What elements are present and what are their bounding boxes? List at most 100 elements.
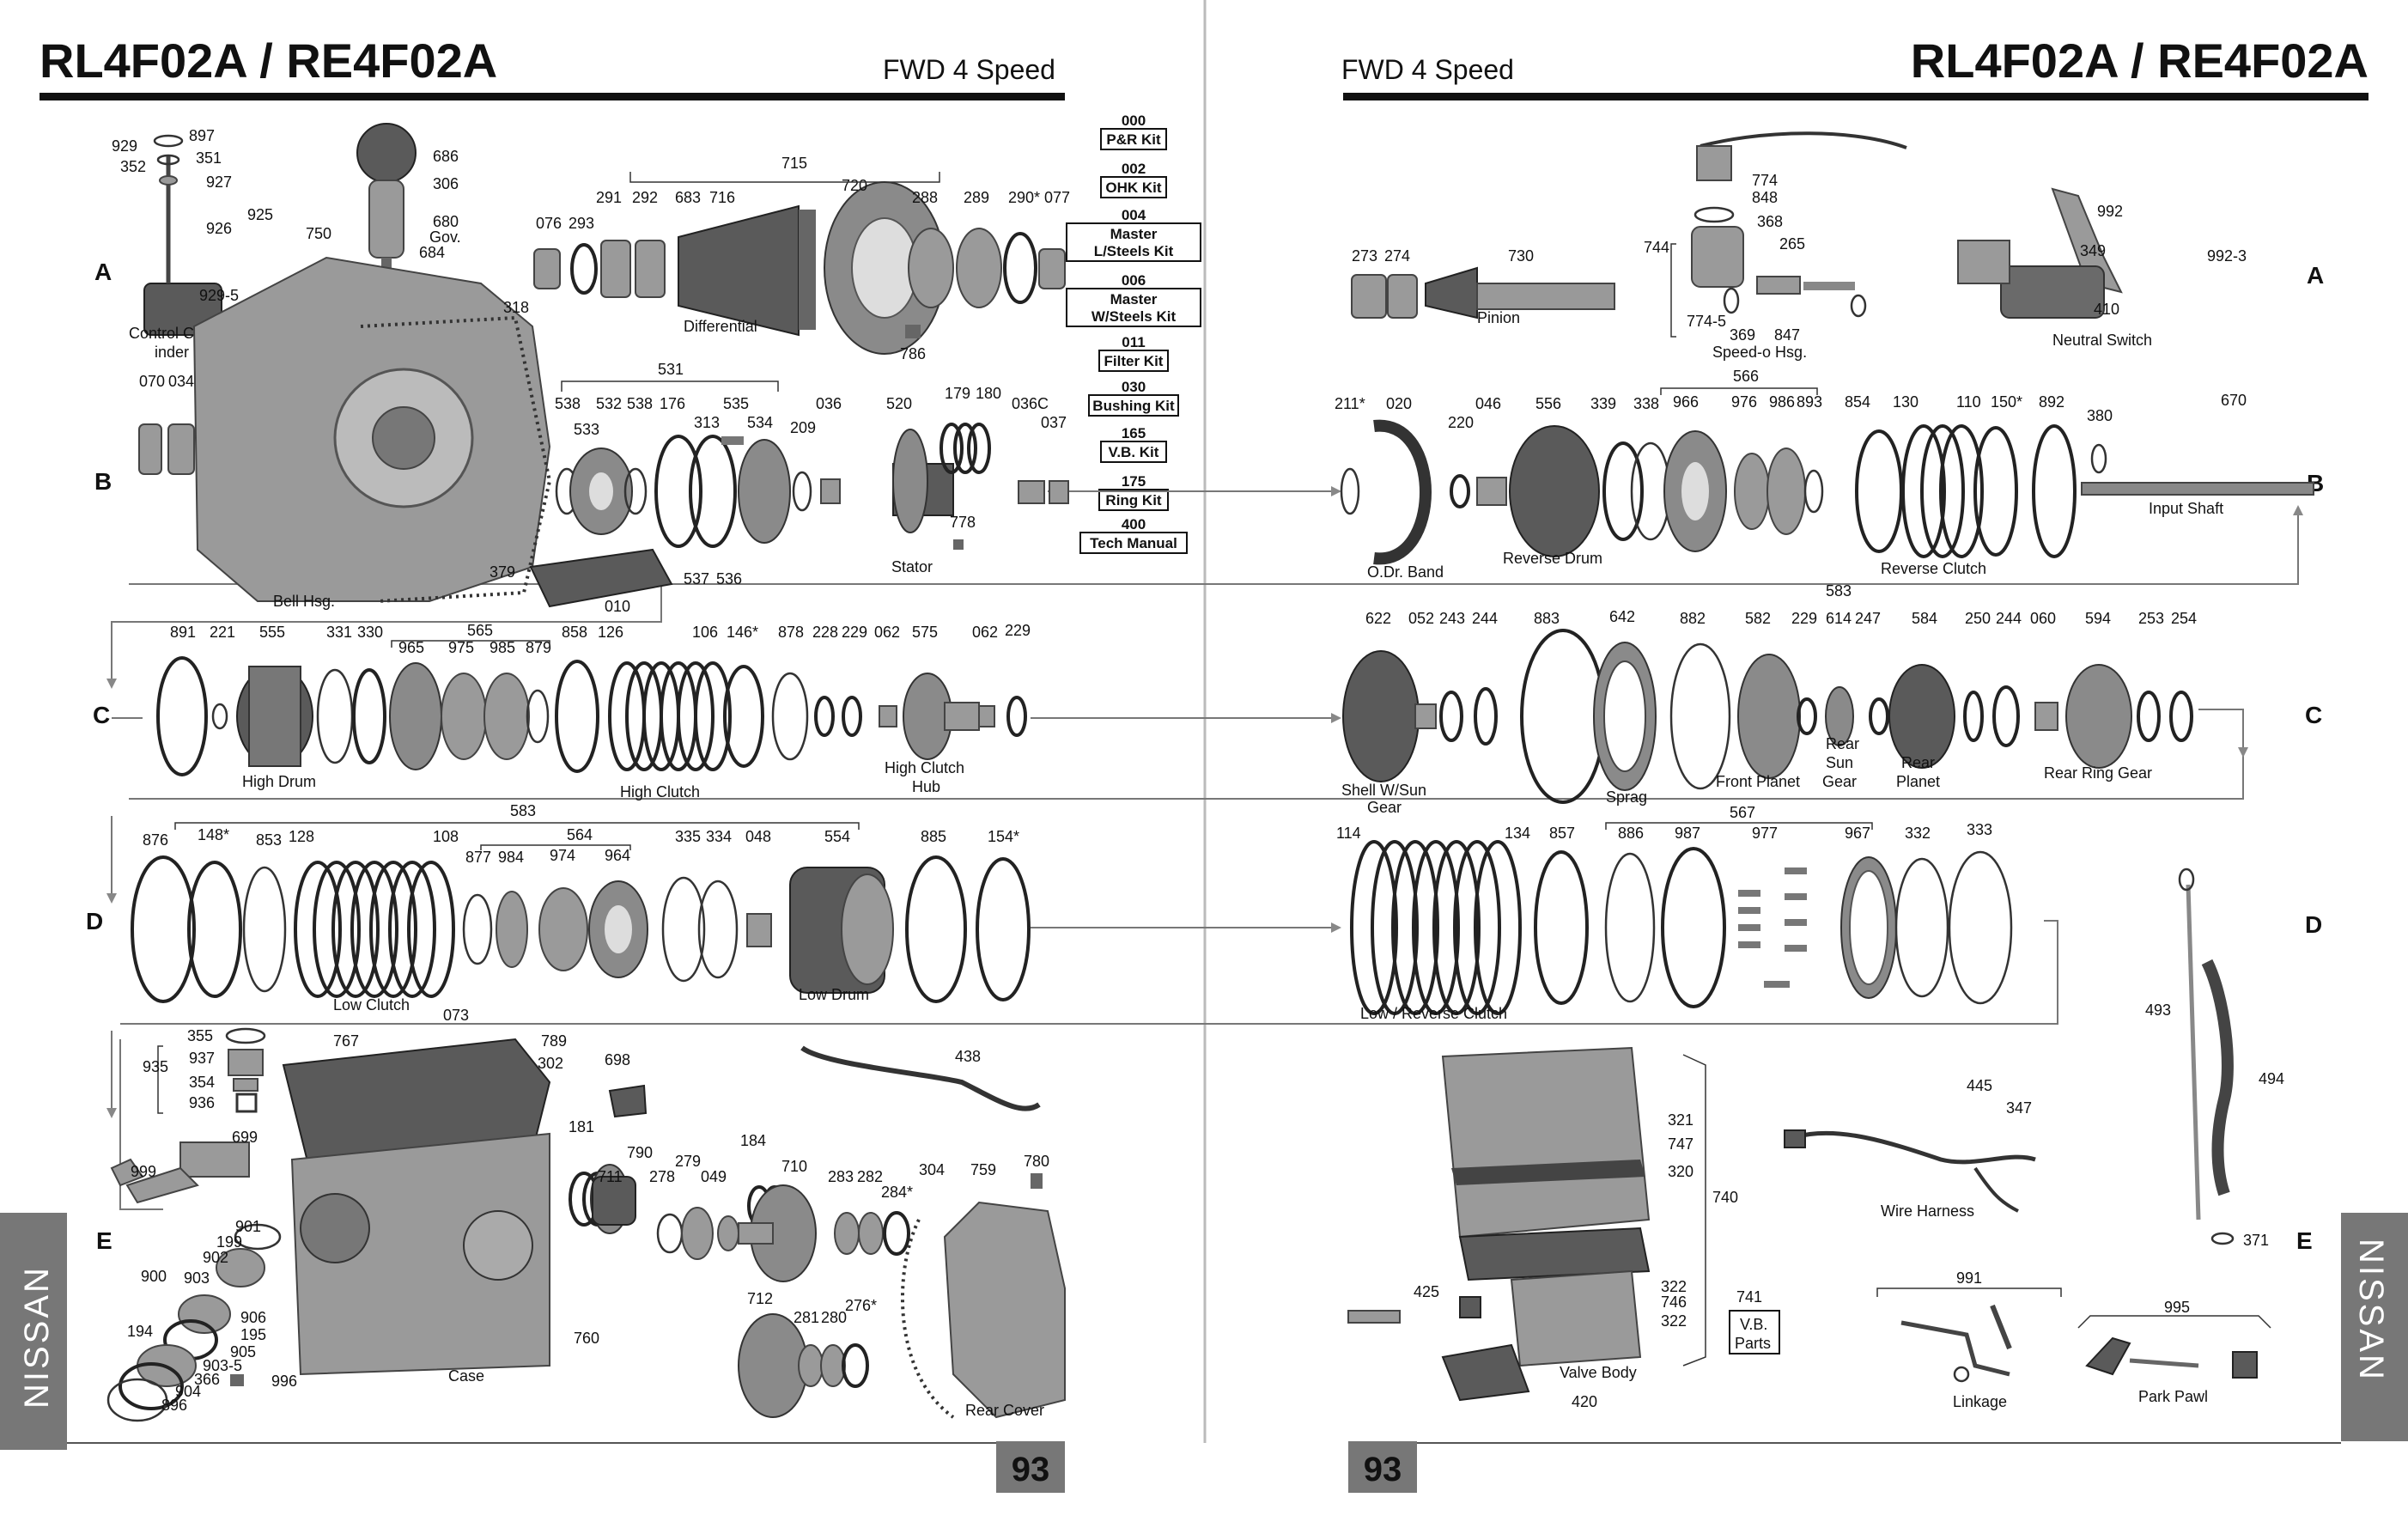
svg-text:351: 351 — [196, 149, 222, 167]
rear-planet-label: Rear — [1901, 754, 1935, 771]
svg-text:520: 520 — [886, 395, 912, 412]
valve-body-label: Valve Body — [1560, 1364, 1637, 1381]
high-clutch-hub-label: High Clutch — [885, 759, 964, 776]
sprag-label: Sprag — [1606, 788, 1647, 806]
svg-text:936: 936 — [189, 1094, 215, 1111]
svg-text:537: 537 — [684, 570, 709, 587]
left-header-rule — [40, 93, 1065, 100]
valve-body-lower — [1510, 1269, 1642, 1367]
svg-text:349: 349 — [2080, 242, 2106, 259]
svg-text:070: 070 — [139, 373, 165, 390]
kit-name-line1: Master — [1110, 291, 1158, 307]
linkage — [1900, 1320, 2010, 1377]
kit-box — [1100, 176, 1167, 198]
svg-text:243: 243 — [1439, 610, 1465, 627]
kit-name: Ring Kit — [1105, 492, 1161, 508]
svg-text:037: 037 — [1041, 414, 1067, 431]
svg-text:746: 746 — [1661, 1294, 1687, 1311]
row-letter-c-right: C — [2305, 702, 2322, 728]
svg-text:114: 114 — [1336, 825, 1361, 842]
kit-box — [1100, 441, 1167, 463]
svg-text:984: 984 — [498, 849, 524, 866]
svg-text:929-5: 929-5 — [199, 287, 239, 304]
svg-text:228: 228 — [812, 624, 838, 641]
svg-text:229: 229 — [1005, 622, 1031, 639]
rear-sun-gear-label-3: Gear — [1822, 773, 1857, 790]
svg-text:330: 330 — [357, 624, 383, 641]
svg-text:049: 049 — [701, 1168, 727, 1185]
svg-text:996: 996 — [271, 1373, 297, 1390]
speedo-housing — [1691, 226, 1744, 288]
svg-text:925: 925 — [247, 206, 273, 223]
left-row-c: High Drum High Clutch High Clutch Hub 89… — [156, 622, 1031, 800]
svg-text:010: 010 — [605, 598, 630, 615]
svg-text:900: 900 — [141, 1268, 167, 1285]
svg-text:567: 567 — [1730, 804, 1755, 821]
svg-text:229: 229 — [1791, 610, 1817, 627]
kit-box — [1079, 532, 1188, 554]
right-row-d: Low / Reverse Clutch 114 134 857 567 886… — [1336, 804, 2284, 1249]
svg-text:291: 291 — [596, 189, 622, 206]
svg-text:076: 076 — [536, 215, 562, 232]
svg-text:555: 555 — [259, 624, 285, 641]
svg-text:110: 110 — [1956, 393, 1981, 411]
svg-text:283: 283 — [828, 1168, 854, 1185]
svg-text:229: 229 — [842, 624, 867, 641]
kit-name: Tech Manual — [1090, 535, 1177, 551]
svg-text:438: 438 — [955, 1048, 981, 1065]
svg-text:176: 176 — [660, 395, 685, 412]
kit-box — [1088, 394, 1179, 417]
right-row-e: Valve Body V.B. Parts Wire Harness Linka… — [1347, 1046, 2271, 1410]
svg-text:767: 767 — [333, 1032, 359, 1050]
svg-text:036C: 036C — [1012, 395, 1049, 412]
svg-text:897: 897 — [189, 127, 215, 144]
svg-text:991: 991 — [1956, 1269, 1982, 1287]
high-drum-label: High Drum — [242, 773, 316, 790]
svg-text:276*: 276* — [845, 1297, 877, 1314]
svg-text:670: 670 — [2221, 392, 2247, 409]
kit-name: P&R Kit — [1106, 131, 1161, 148]
svg-text:179: 179 — [945, 385, 970, 402]
svg-text:046: 046 — [1475, 395, 1501, 412]
svg-text:778: 778 — [950, 514, 976, 531]
overdrive-band-label: O.Dr. Band — [1367, 563, 1444, 581]
right-row-c: Shell W/Sun Gear Sprag Front Planet Rear… — [1341, 608, 2197, 816]
svg-text:494: 494 — [2259, 1070, 2284, 1087]
svg-text:060: 060 — [2030, 610, 2056, 627]
kit-code: 400 — [1122, 516, 1146, 533]
svg-text:710: 710 — [781, 1158, 807, 1175]
left-side-tab-label: NISSAN — [18, 1265, 56, 1409]
svg-text:987: 987 — [1675, 825, 1700, 842]
kit-name: V.B. Kit — [1109, 444, 1159, 460]
high-clutch-pack — [608, 661, 732, 771]
kit-code: 175 — [1122, 473, 1146, 490]
svg-text:986: 986 — [1769, 393, 1795, 411]
svg-text:134: 134 — [1505, 825, 1530, 842]
svg-text:302: 302 — [538, 1055, 563, 1072]
svg-text:730: 730 — [1508, 247, 1534, 265]
kit-code: 006 — [1122, 272, 1146, 289]
svg-text:565: 565 — [467, 622, 493, 639]
svg-text:306: 306 — [433, 175, 459, 192]
svg-text:622: 622 — [1365, 610, 1391, 627]
svg-text:992-3: 992-3 — [2207, 247, 2247, 265]
svg-text:148*: 148* — [198, 826, 229, 843]
svg-text:965: 965 — [398, 639, 424, 656]
svg-text:254: 254 — [2171, 610, 2197, 627]
kit-box — [1098, 350, 1169, 372]
kit-name-line1: Master — [1110, 226, 1158, 242]
left-row-e: Case Rear Cover — [106, 1007, 1066, 1422]
svg-text:318: 318 — [503, 299, 529, 316]
svg-text:425: 425 — [1414, 1283, 1439, 1300]
left-row-b: Bell Hsg. Stator 318 070 034 531 538 532… — [138, 256, 1069, 615]
reverse-clutch-pack — [1901, 424, 1984, 558]
svg-text:371: 371 — [2243, 1232, 2269, 1249]
right-page-number: 93 — [1364, 1451, 1402, 1488]
svg-text:209: 209 — [790, 419, 816, 436]
svg-text:853: 853 — [256, 831, 282, 849]
svg-text:034: 034 — [168, 373, 194, 390]
flow-arrows — [106, 486, 2303, 1210]
high-clutch-label: High Clutch — [620, 783, 700, 800]
svg-text:332: 332 — [1905, 825, 1931, 842]
row-letter-a-left: A — [94, 259, 112, 285]
